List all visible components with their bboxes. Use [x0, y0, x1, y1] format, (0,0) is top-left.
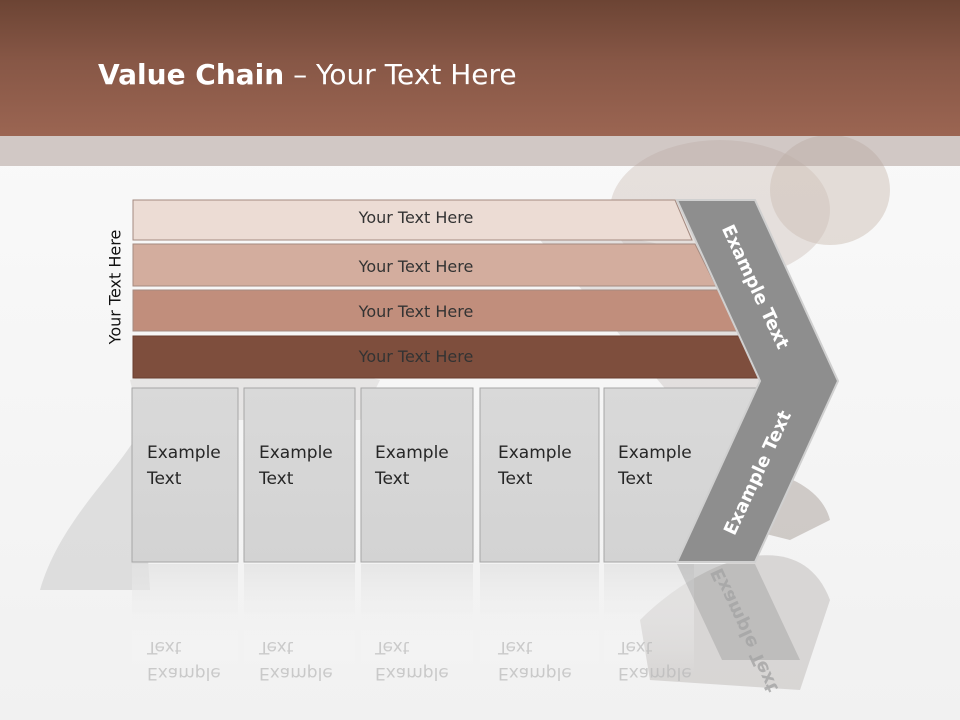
chevron-reflection: [677, 564, 800, 660]
bar-1[interactable]: [132, 199, 693, 241]
box-2[interactable]: [243, 387, 356, 563]
header-bar: [0, 0, 960, 136]
box-3-line1: Example: [375, 443, 449, 463]
title-strong: Value Chain: [98, 58, 285, 91]
title-rest: – Your Text Here: [284, 58, 517, 91]
box-1-reflection: [132, 564, 238, 674]
box-2-line1: Example: [259, 443, 333, 463]
header-band: [0, 136, 960, 166]
box-3[interactable]: [360, 387, 474, 563]
box-4-reflection: [480, 564, 599, 674]
bar-3-label: Your Text Here: [358, 302, 474, 321]
bar-4-label: Your Text Here: [358, 347, 474, 366]
box-5-line2: Text: [618, 469, 653, 489]
box-1-line2: Text: [147, 469, 182, 489]
box-5-reflection: [604, 564, 694, 674]
box-3-line2: Text: [375, 469, 410, 489]
box-4-line1: Example: [498, 443, 572, 463]
chevron-arrow[interactable]: [675, 199, 840, 563]
bar-2-label: Your Text Here: [358, 257, 474, 276]
box-4[interactable]: [479, 387, 600, 563]
box-5-line1: Example: [618, 443, 692, 463]
slide-title: Value Chain – Your Text Here: [98, 53, 517, 97]
box-4-line2: Text: [498, 469, 533, 489]
side-label-text: Your Text Here: [105, 229, 125, 345]
box-2-line2: Text: [259, 469, 294, 489]
box-2-reflection: [244, 564, 355, 674]
box-3-reflection: [361, 564, 473, 674]
box-1[interactable]: [131, 387, 239, 563]
bar-1-label: Your Text Here: [358, 208, 474, 227]
box-1-line1: Example: [147, 443, 221, 463]
